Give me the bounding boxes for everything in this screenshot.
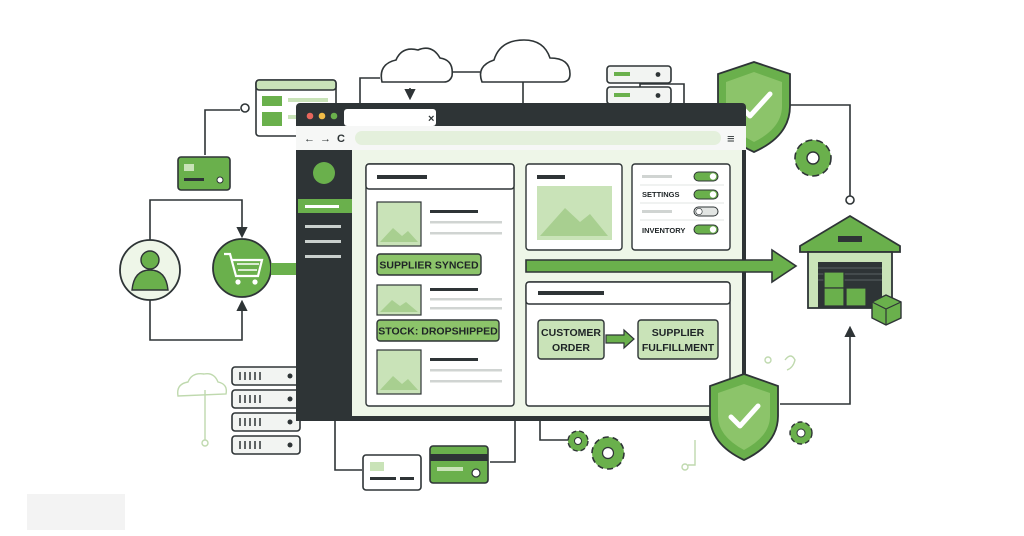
user-cart-top-connector [149, 199, 248, 240]
stock-dropshipped-label: STOCK: DROPSHIPPED [378, 326, 498, 338]
decorative-lines [201, 355, 796, 471]
credit-card-icon [362, 454, 422, 491]
supplier-synced-badge: SUPPLIER SYNCED [376, 253, 482, 276]
shield-check-icon [709, 373, 779, 461]
window-minimize-dot[interactable] [318, 112, 326, 120]
cards-connector [334, 418, 362, 471]
order-flow-arrow [605, 328, 635, 350]
fulfillment-arrow [525, 248, 798, 284]
supplier-fulfillment-label-line1: SUPPLIER [652, 327, 705, 339]
browser-tab[interactable] [344, 109, 436, 126]
server-icon [606, 65, 672, 105]
connector-lines [149, 59, 856, 471]
avatar [313, 162, 335, 184]
image-panel [525, 163, 623, 251]
gear-icon [567, 430, 589, 452]
sidebar-item[interactable] [305, 255, 341, 258]
window-maximize-dot[interactable] [330, 112, 338, 120]
supplier-synced-label: SUPPLIER SYNCED [379, 260, 479, 272]
customer-order-label-line1: CUSTOMER [541, 327, 601, 339]
cart-browser-connector [271, 263, 299, 275]
stock-dropshipped-badge: STOCK: DROPSHIPPED [376, 319, 500, 342]
app-sidebar [296, 150, 352, 421]
order-flow-panel: CUSTOMER ORDER SUPPLIER FULFILLMENT [525, 281, 731, 407]
warehouse-icon [799, 214, 902, 326]
reload-icon[interactable]: C [337, 133, 345, 145]
cloud-icon [177, 372, 228, 397]
menu-icon[interactable]: ≡ [727, 131, 735, 146]
gear-icon [794, 139, 832, 177]
settings-panel: SETTINGS INVENTORY [631, 163, 731, 251]
shopping-cart-icon [212, 238, 272, 298]
back-icon[interactable]: ← [304, 133, 315, 145]
bottom-warehouse-connector [780, 325, 856, 405]
forward-icon[interactable]: → [320, 133, 331, 145]
tab-close-icon[interactable]: × [428, 113, 434, 125]
supplier-fulfillment-box [637, 319, 719, 360]
gear-icon [591, 436, 625, 470]
user-icon [119, 239, 181, 301]
supplier-fulfillment-label-line2: FULFILLMENT [642, 342, 715, 354]
product-list-panel [365, 163, 515, 407]
background-block [27, 494, 125, 530]
address-bar[interactable] [355, 131, 721, 145]
sidebar-item[interactable] [305, 240, 341, 243]
cloud-icon [479, 39, 571, 83]
cloud-icon [380, 47, 454, 83]
window-close-dot[interactable] [306, 112, 314, 120]
settings-label: SETTINGS [642, 190, 680, 199]
window-card-connector [204, 109, 240, 155]
gear-icon [789, 421, 813, 445]
inventory-label: INVENTORY [642, 226, 685, 235]
sidebar-item[interactable] [305, 225, 341, 228]
credit-card-icon [429, 445, 489, 484]
user-cart-bottom-connector [149, 299, 248, 341]
credit-card-icon [177, 156, 231, 191]
customer-order-box [537, 319, 605, 360]
server-icon [231, 366, 301, 455]
shield-warehouse-connector [790, 104, 851, 198]
customer-order-label-line2: ORDER [552, 342, 590, 354]
